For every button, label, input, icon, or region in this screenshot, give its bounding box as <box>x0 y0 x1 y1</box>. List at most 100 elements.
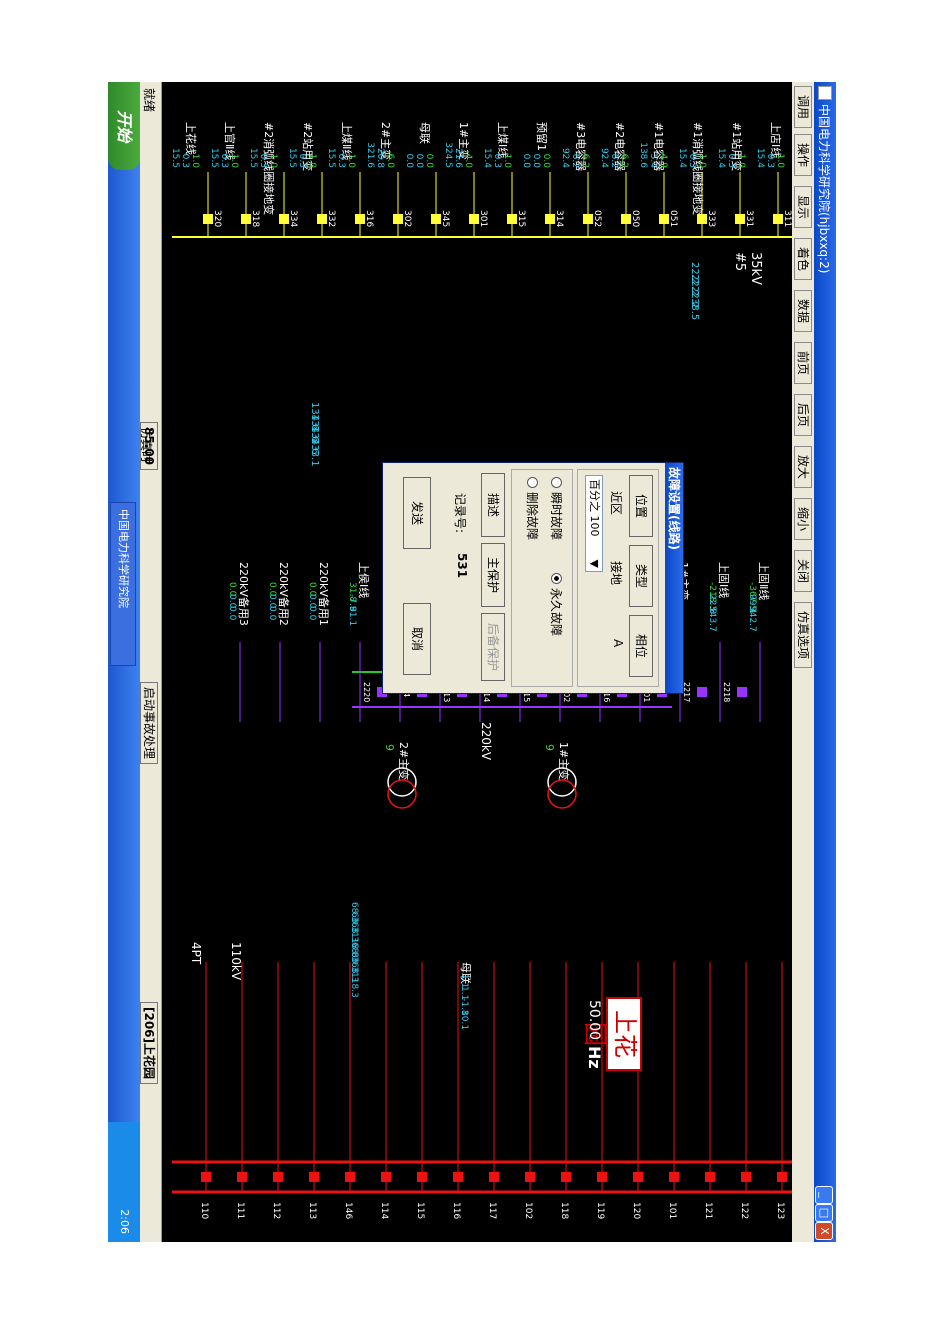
menu-next-page[interactable]: 后页 <box>794 394 812 437</box>
transformer-winding <box>387 767 417 797</box>
feeder-value: 0.3 <box>336 154 346 168</box>
breaker-label: 332 <box>326 210 336 227</box>
breaker-110-label: 110 <box>199 1202 209 1219</box>
radio-permanent-fault[interactable]: 永久故障 <box>548 573 565 636</box>
breaker-110-label: 120 <box>631 1202 641 1219</box>
menu-zoom-out[interactable]: 缩小 <box>794 498 812 541</box>
bus35-no-label: #5 <box>732 252 747 271</box>
breaker <box>355 214 365 224</box>
phase-button[interactable]: 相位 <box>629 615 653 677</box>
minimize-button[interactable]: _ <box>815 1186 833 1204</box>
feeder-value: 15.4 <box>482 148 492 168</box>
feeder-value: 0.3 <box>726 154 736 168</box>
feeder-220-value: 0.0 <box>267 582 277 597</box>
breaker <box>393 214 403 224</box>
start-button[interactable]: 开始 <box>108 82 140 170</box>
station-name: 上花园 <box>581 997 642 1071</box>
menu-color[interactable]: 着色 <box>794 238 812 281</box>
breaker-220-label: 2218 <box>722 682 731 702</box>
breaker-label: 318 <box>250 210 260 227</box>
breaker-label: 314 <box>554 210 564 227</box>
feeder-value: 324.5 <box>443 142 453 168</box>
breaker-110 <box>597 1172 607 1182</box>
feeder-name: 上煤Ⅰ线 <box>496 122 510 158</box>
feeder-220-value: -218.3 <box>707 582 717 611</box>
breaker <box>735 214 745 224</box>
percent-select[interactable]: 百分之 100 ▼ <box>585 475 603 572</box>
feeder-value: 0.0 <box>414 154 424 169</box>
radio-delete-fault[interactable]: 删除故障 <box>524 477 541 540</box>
chevron-down-icon: ▼ <box>588 559 601 568</box>
sim-time-panel: 仿真时间: 85.00 <box>123 422 158 470</box>
feeder-name: #3电容器 <box>574 122 588 171</box>
auto-fault-panel: 启动事故处理 <box>140 682 158 765</box>
breaker-110 <box>273 1172 283 1182</box>
fault-settings-dialog: 故障设置(线路) 位置 类型 相位 近区 接地 A 百分之 100▼ 瞬时故障 … <box>382 462 684 694</box>
breaker-110-label: 121 <box>703 1202 713 1219</box>
feeder-220-value: 0.0 <box>227 582 237 597</box>
close-button[interactable]: X <box>815 1222 833 1240</box>
breaker-110 <box>417 1172 427 1182</box>
type-button[interactable]: 类型 <box>629 545 653 607</box>
breaker-110-label: 101 <box>667 1202 677 1219</box>
bus-tie-value: 1.1 <box>459 974 469 988</box>
menu-call[interactable]: 调用 <box>794 86 812 129</box>
feeder-value: 1.0 <box>502 154 512 169</box>
feeder-name: #2消弧线圈接地变 <box>262 122 276 215</box>
feeder-value: -6.0 <box>385 150 395 168</box>
feeder-220-value: 0.0 <box>307 606 317 621</box>
transformer-winding <box>387 779 417 809</box>
frequency-value: 50.00 <box>586 1000 602 1041</box>
backup-protection-button[interactable]: 后备保护 <box>481 613 505 681</box>
feeder-220-value: 22.8 <box>707 594 717 614</box>
radio-transient-fault[interactable]: 瞬时故障 <box>548 477 565 540</box>
feeder-value: 1.0 <box>697 154 707 169</box>
feeder-220-name: 上侯Ⅰ线 <box>357 562 371 598</box>
feeder-value: 15.4 <box>716 148 726 168</box>
feeder-value: 15.5 <box>248 148 258 168</box>
feeder-name: 上官Ⅱ线 <box>223 122 237 160</box>
type-value: 接地 <box>609 561 623 586</box>
breaker <box>203 214 213 224</box>
menu-operate[interactable]: 操作 <box>794 134 812 177</box>
system-tray: 2:06 <box>108 1122 140 1242</box>
breaker-110 <box>777 1172 787 1182</box>
feeder-220-value: 0.0 <box>307 582 317 597</box>
taskbar: 开始 中国电力科学研究院 2:06 <box>108 82 140 1242</box>
menu-prev-page[interactable]: 前页 <box>794 342 812 385</box>
maximize-button[interactable]: □ <box>815 1204 833 1222</box>
feeder-value: 1.0 <box>775 154 785 169</box>
percent-value: 百分之 100 <box>588 479 601 537</box>
transformer-winding <box>547 767 577 797</box>
feeder-value: 15.5 <box>326 148 336 168</box>
breaker-110-label: 113 <box>307 1202 317 1219</box>
feeder-value: 0.3 <box>765 154 775 168</box>
taskbar-task[interactable]: 中国电力科学研究院 <box>110 502 136 666</box>
breaker-110 <box>345 1172 355 1182</box>
menu-close[interactable]: 关闭 <box>794 550 812 593</box>
menu-zoom-in[interactable]: 放大 <box>794 446 812 489</box>
app-icon <box>818 86 832 100</box>
menu-data[interactable]: 数据 <box>794 290 812 333</box>
cancel-button[interactable]: 取消 <box>403 603 431 675</box>
position-button[interactable]: 位置 <box>629 475 653 537</box>
breaker <box>279 214 289 224</box>
bus-tie-value: 1.1 <box>459 986 469 1000</box>
frequency-unit: Hz <box>585 1046 604 1069</box>
feeder-value: 0.3 <box>297 154 307 168</box>
feeder-value: 92.4 <box>560 148 570 168</box>
describe-button[interactable]: 描述 <box>481 473 505 537</box>
breaker-label: 311 <box>782 210 792 227</box>
menu-sim-options[interactable]: 仿真选项 <box>794 602 812 669</box>
feeder-220-value: 543.7 <box>707 606 717 632</box>
radio-label: 瞬时故障 <box>549 492 563 541</box>
main-protection-button[interactable]: 主保护 <box>481 543 505 607</box>
status-ready: 就绪 <box>142 88 156 113</box>
bus-tie-name: 母联 <box>459 962 472 984</box>
breaker-110-label: 146 <box>343 1202 353 1219</box>
breaker-110-label: 116 <box>451 1202 461 1219</box>
feeder-220-value: 0.0 <box>267 594 277 609</box>
breaker-label: 315 <box>516 210 526 227</box>
send-button[interactable]: 发送 <box>403 477 431 549</box>
menu-display[interactable]: 显示 <box>794 186 812 229</box>
